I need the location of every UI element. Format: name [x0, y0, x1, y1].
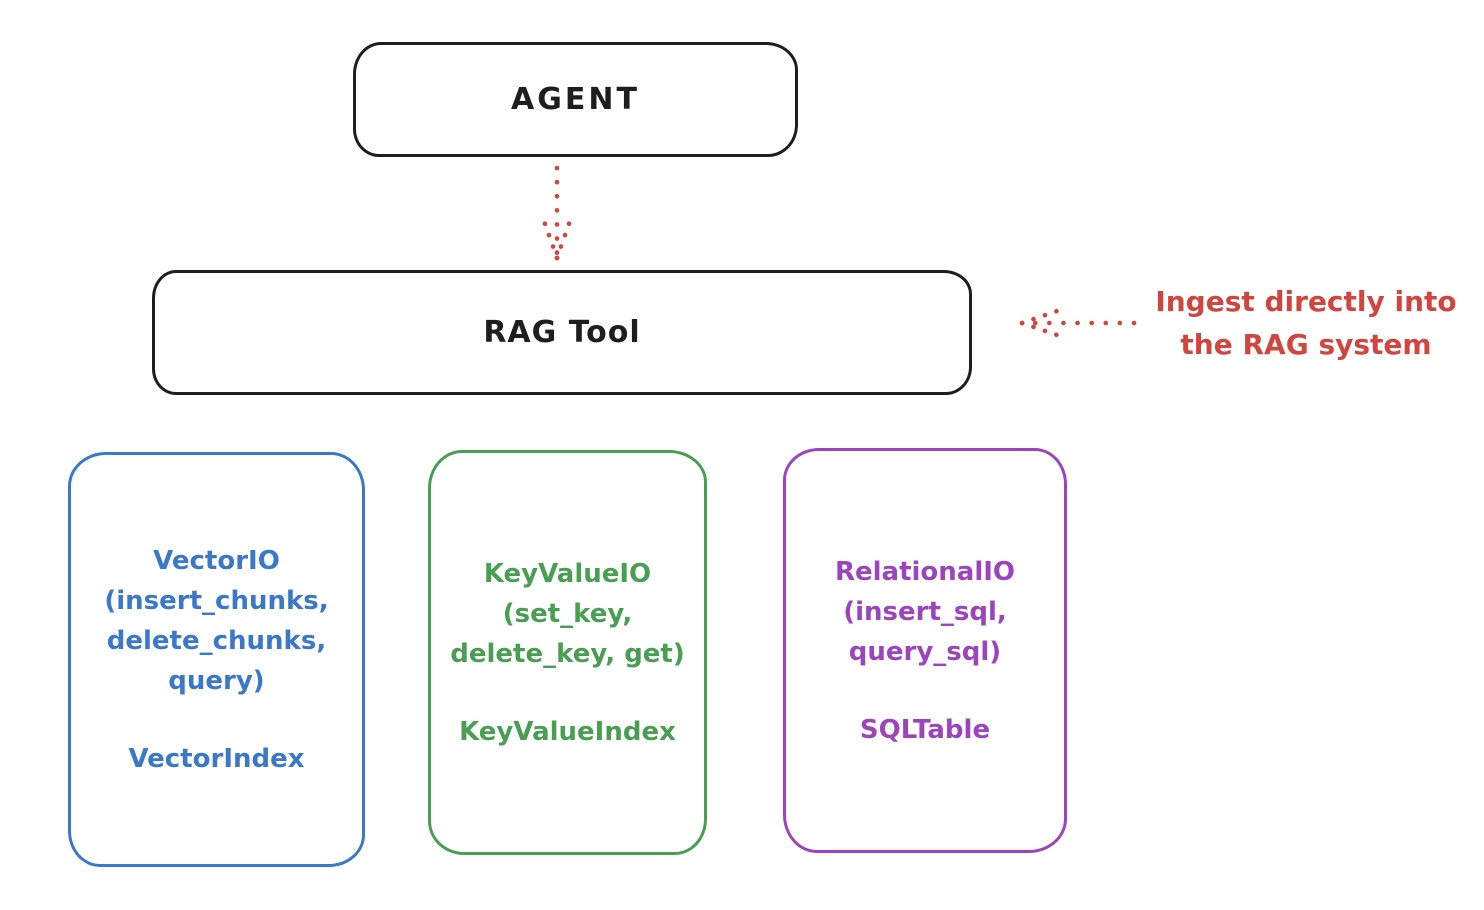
ingest-annotation-line-1: Ingest directly into [1155, 285, 1457, 318]
sql-table-label: SQLTable [859, 714, 991, 745]
rag-tool-label: RAG Tool [483, 315, 641, 350]
agent-node[interactable]: AGENT [353, 42, 798, 157]
vector-io-line-3: delete_chunks, [106, 625, 327, 656]
arrow-annotation-to-rag-tool-icon[interactable] [1014, 306, 1140, 342]
relational-io-node[interactable]: RelationalIO (insert_sql, query_sql) SQL… [783, 448, 1067, 853]
relational-io-line-2: (insert_sql, [843, 596, 1007, 627]
key-value-index-label: KeyValueIndex [459, 716, 676, 747]
key-value-io-line-3: delete_key, get) [450, 638, 685, 669]
key-value-io-title: KeyValueIO (set_key, delete_key, get) [450, 554, 685, 674]
relational-io-title: RelationalIO (insert_sql, query_sql) [835, 552, 1015, 672]
vector-io-line-4: query) [168, 665, 265, 696]
vector-io-title: VectorIO (insert_chunks, delete_chunks, … [104, 541, 328, 701]
rag-tool-node[interactable]: RAG Tool [152, 270, 972, 395]
vector-io-node[interactable]: VectorIO (insert_chunks, delete_chunks, … [68, 452, 365, 867]
ingest-annotation[interactable]: Ingest directly into the RAG system [1138, 280, 1474, 366]
agent-label: AGENT [511, 82, 640, 117]
vector-index-label: VectorIndex [128, 743, 305, 774]
relational-io-line-3: query_sql) [848, 636, 1002, 667]
key-value-io-line-1: KeyValueIO [483, 558, 652, 589]
key-value-io-node[interactable]: KeyValueIO (set_key, delete_key, get) Ke… [428, 450, 707, 855]
key-value-io-line-2: (set_key, [502, 598, 633, 629]
vector-io-line-1: VectorIO [153, 545, 280, 576]
relational-io-line-1: RelationalIO [834, 556, 1016, 587]
ingest-annotation-line-2: the RAG system [1180, 328, 1432, 361]
arrow-agent-to-rag-tool-icon[interactable] [536, 162, 578, 266]
vector-io-line-2: (insert_chunks, [104, 585, 329, 616]
